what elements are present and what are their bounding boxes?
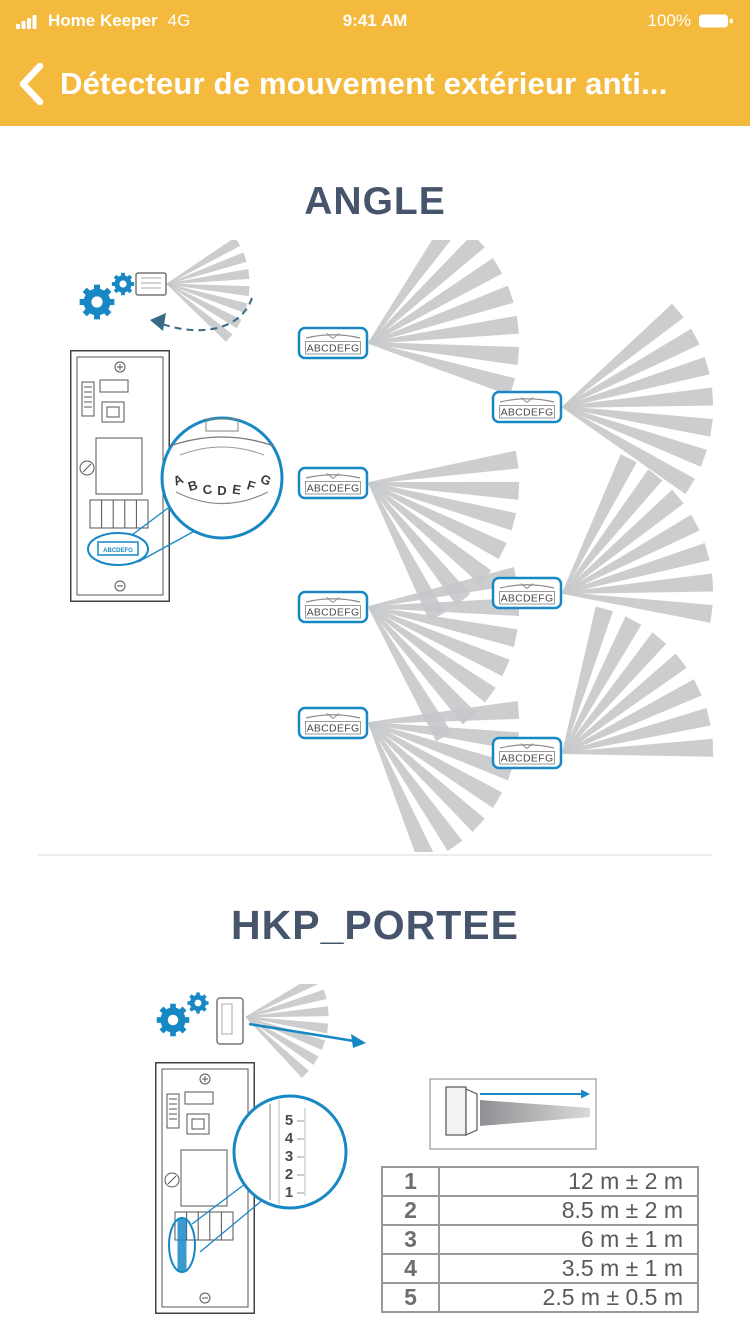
sensor-head-label: ABCDEFG — [307, 607, 360, 619]
row-number: 2 — [381, 1195, 440, 1226]
dial-letter: E — [231, 482, 242, 498]
device-drawing — [155, 1062, 255, 1314]
mini-sensor — [135, 272, 167, 296]
dial-number: 3 — [285, 1148, 293, 1165]
portee-diagram: 5 4 3 2 1 — [155, 984, 597, 1314]
sensor-head: ABCDEFG — [297, 466, 369, 500]
row-value: 12 m ± 2 m — [438, 1166, 699, 1197]
row-number: 5 — [381, 1282, 440, 1313]
network-type-label: 4G — [167, 11, 191, 30]
row-value: 6 m ± 1 m — [438, 1224, 699, 1255]
back-chevron-icon — [19, 62, 44, 106]
sensor-head-label: ABCDEFG — [307, 723, 360, 735]
back-button[interactable] — [16, 56, 54, 112]
dial-letter: B — [186, 477, 199, 494]
sensor-head-label: ABCDEFG — [501, 753, 554, 765]
battery-icon — [699, 14, 733, 28]
range-arrow-icon — [248, 1022, 366, 1048]
sensor-head: ABCDEFG — [491, 736, 563, 770]
beam-fan — [500, 585, 740, 832]
sensor-head-label: ABCDEFG — [501, 407, 554, 419]
beam-fan — [551, 301, 720, 503]
beam-fan — [235, 984, 336, 1081]
magnifier-callout: 5 4 3 2 1 — [191, 1094, 348, 1253]
angle-diagram: ABCDEFG A B C D E F G — [70, 240, 741, 852]
status-bar: Home Keeper 4G 9:41 AM 100% — [0, 0, 750, 42]
table-row: 5 2.5 m ± 0.5 m — [381, 1282, 699, 1313]
row-value: 3.5 m ± 1 m — [438, 1253, 699, 1284]
section-divider — [38, 854, 712, 856]
nav-title: Détecteur de mouvement extérieur anti... — [60, 66, 668, 101]
dial-number: 1 — [285, 1184, 293, 1201]
dial-number: 4 — [285, 1130, 294, 1147]
device-dial-label: ABCDEFG — [103, 548, 133, 554]
table-row: 2 8.5 m ± 2 m — [381, 1195, 699, 1226]
sensor-head-label: ABCDEFG — [307, 343, 360, 355]
carrier-label: Home Keeper — [48, 11, 158, 30]
cellular-signal-icon — [16, 15, 37, 29]
dial-number: 2 — [285, 1166, 293, 1183]
battery-percent: 100% — [647, 11, 691, 30]
sensor-head: ABCDEFG — [297, 590, 369, 624]
row-number: 1 — [381, 1166, 440, 1197]
portee-section-title: HKP_PORTEE — [231, 902, 519, 948]
sensor-head: ABCDEFG — [297, 706, 369, 740]
beam-fan — [159, 240, 254, 344]
dial-letter: F — [245, 477, 257, 494]
table-row: 4 3.5 m ± 1 m — [381, 1253, 699, 1284]
dial-letter: D — [217, 483, 226, 498]
row-value: 2.5 m ± 0.5 m — [438, 1282, 699, 1313]
device-drawing: ABCDEFG — [70, 350, 170, 602]
sensor-head: ABCDEFG — [491, 390, 563, 424]
row-number: 3 — [381, 1224, 440, 1255]
table-row: 1 12 m ± 2 m — [381, 1166, 699, 1197]
dial-letter: C — [202, 481, 214, 497]
mini-sensor — [216, 997, 244, 1045]
gears-icon — [79, 272, 135, 320]
range-table: 1 12 m ± 2 m 2 8.5 m ± 2 m 3 6 m ± 1 m 4… — [381, 1166, 699, 1313]
range-side-view — [429, 1078, 597, 1150]
sensor-head-label: ABCDEFG — [307, 483, 360, 495]
sensor-head: ABCDEFG — [297, 326, 369, 360]
row-number: 4 — [381, 1253, 440, 1284]
dial-number: 5 — [285, 1112, 293, 1129]
sensor-head: ABCDEFG — [491, 576, 563, 610]
magnifier-callout: A B C D E F G — [131, 416, 284, 563]
rotation-arrow-icon — [150, 297, 253, 332]
sensor-head-label: ABCDEFG — [501, 593, 554, 605]
nav-bar: Détecteur de mouvement extérieur anti... — [0, 42, 750, 126]
row-value: 8.5 m ± 2 m — [438, 1195, 699, 1226]
table-row: 3 6 m ± 1 m — [381, 1224, 699, 1255]
gears-icon — [156, 992, 209, 1037]
angle-section-title: ANGLE — [304, 180, 446, 223]
